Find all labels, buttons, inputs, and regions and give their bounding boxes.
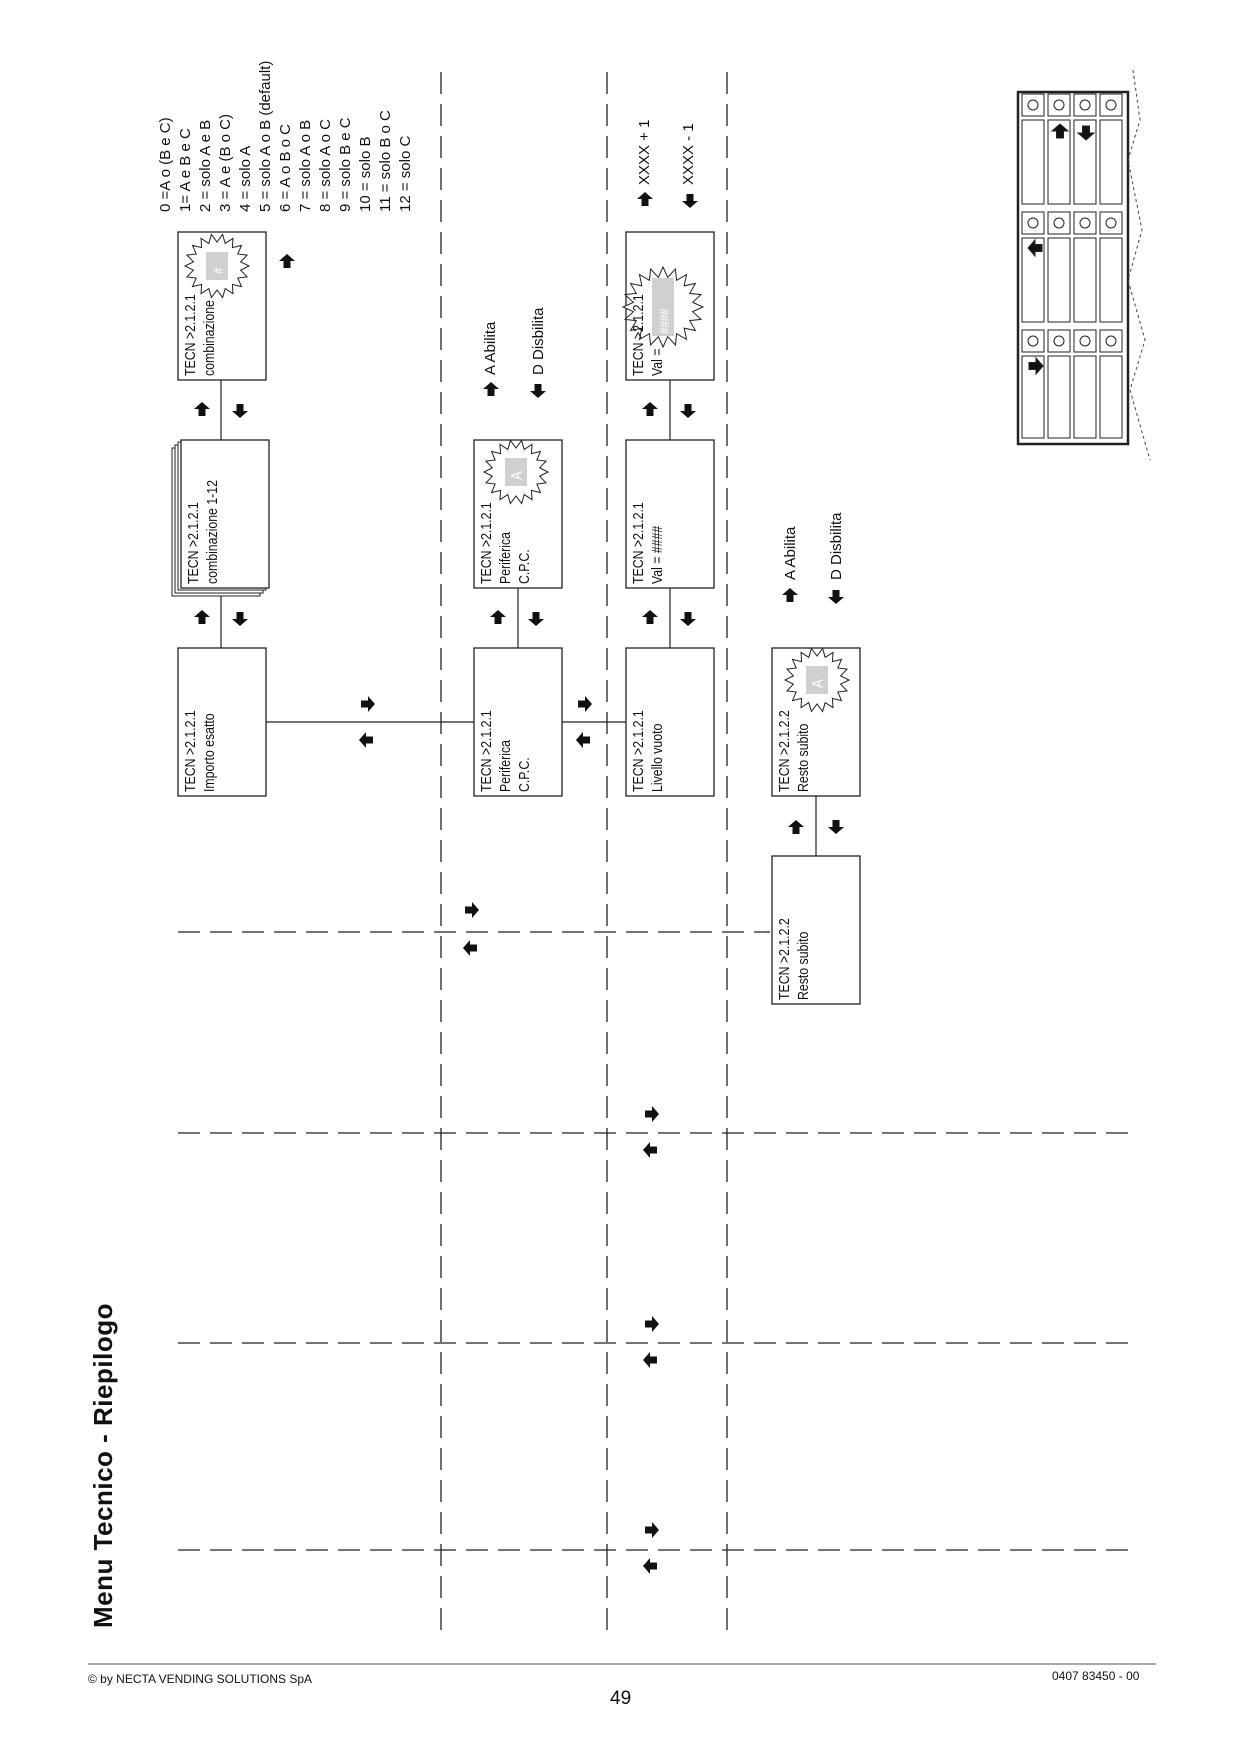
down-arrow-icon [528,612,544,626]
keypad-led [1079,99,1091,111]
row-separators [178,931,1128,1551]
right-arrow-icon [645,1522,659,1538]
keypad-led [1053,217,1065,229]
keypad-key [1047,355,1071,439]
box-periferica [473,647,563,797]
keypad-led [1105,335,1117,347]
note-resto-abilita: A Abilita [782,526,799,580]
down-arrow-icon [682,194,698,208]
left-arrow-icon [463,940,477,956]
keypad-key [1099,355,1123,439]
box-livello-vuoto [625,647,715,797]
keypad-key [1073,119,1097,205]
keypad-key [1047,237,1071,323]
enter-arrow-icon [194,402,210,416]
left-arrow-icon [359,732,373,748]
symbol-bg-combinazione [206,252,228,280]
box-importo-esatto [177,647,267,797]
keypad-led [1053,335,1065,347]
right-arrow-icon [645,1316,659,1332]
enter-arrow-icon [642,402,658,416]
keypad-led [1105,217,1117,229]
right-arrow-icon [645,1106,659,1122]
navigation-arrows [194,192,844,1574]
keypad-key [1047,119,1071,205]
keypad-illustration [1016,69,1151,461]
left-arrow-icon [643,1142,657,1158]
box-resto [771,855,861,1005]
connectors [220,380,817,856]
keypad-key [1021,119,1045,205]
right-arrow-icon [361,696,375,712]
note-val-plus: XXXX + 1 [636,119,653,185]
enter-arrow-icon [490,610,506,624]
page-number: 49 [610,1688,632,1709]
keypad-led [1079,217,1091,229]
left-arrow-icon [576,732,590,748]
down-arrow-icon [530,384,546,398]
keypad-key [1099,237,1123,323]
note-cpc-disabilita: D Disbilita [530,307,547,375]
keypad-key [1099,119,1123,205]
right-arrow-icon [465,902,479,918]
symbol-bg-periferica [505,458,527,486]
box-livello-val [625,439,715,589]
keypad-led [1105,99,1117,111]
enter-arrow-icon [279,254,295,268]
down-arrow-icon [232,404,248,418]
edit-highlights [183,233,851,713]
combinazioni-legend: 0 =A o (B e C) 1= A e B e C 2 = solo A e… [157,60,414,212]
symbol-bg-livello [652,278,674,336]
keypad-led [1027,99,1039,111]
enter-arrow-icon [642,610,658,624]
enter-arrow-icon [194,610,210,624]
keypad-led [1027,217,1039,229]
symbol-livello: #### [656,308,672,334]
down-arrow-icon [680,612,696,626]
note-val-minus: XXXX - 1 [680,123,697,185]
left-arrow-icon [643,1352,657,1368]
keypad-led [1079,335,1091,347]
keypad-led [1027,335,1039,347]
keypad-key [1021,237,1045,323]
down-arrow-icon [828,590,844,604]
enter-arrow-icon [788,820,804,834]
up-arrow-icon [637,192,653,206]
footer-doc-code: 0407 83450 - 00 [1052,1669,1140,1683]
symbol-resto: A [810,679,827,688]
symbol-bg-resto [806,666,828,694]
down-arrow-icon [232,612,248,626]
up-arrow-icon [782,588,798,602]
keypad-led [1053,99,1065,111]
box-combinazione [180,439,270,589]
down-arrow-icon [828,820,844,834]
right-arrow-icon [578,696,592,712]
note-resto-disabilita: D Disbilita [828,512,845,580]
column-separators [440,72,728,1630]
left-arrow-icon [643,1558,657,1574]
note-cpc-abilita: A Abilita [482,321,499,375]
footer-copyright: © by NECTA VENDING SOLUTIONS SpA [88,1672,313,1686]
symbol-periferica: A [509,471,526,480]
up-arrow-icon [483,382,499,396]
keypad-key [1021,355,1045,439]
keypad-key [1073,237,1097,323]
keypad-key [1073,355,1097,439]
down-arrow-icon [680,404,696,418]
page-title: Menu Tecnico - Riepilogo [88,1303,118,1628]
symbol-combinazione: # [210,267,226,274]
